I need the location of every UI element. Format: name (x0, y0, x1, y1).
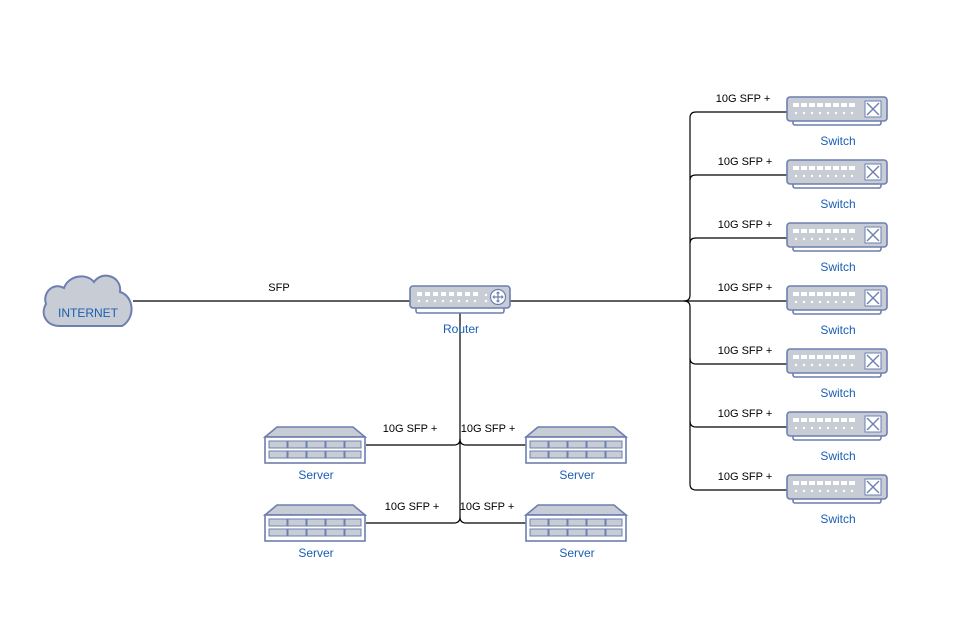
link-switch-6 (689, 420, 787, 428)
server-link-label: 10G SFP + (385, 501, 440, 513)
switch-label: Switch (820, 260, 855, 274)
switch-ports (793, 166, 855, 178)
router-label: Router (443, 322, 479, 336)
internet-cloud[interactable]: INTERNET (42, 274, 133, 327)
switch-node[interactable]: Switch (786, 411, 888, 463)
switch-ports (793, 229, 855, 241)
switch-ports (793, 292, 855, 304)
links (133, 111, 787, 524)
switch-label: Switch (820, 197, 855, 211)
server-bays (529, 518, 623, 537)
switch-label: Switch (820, 323, 855, 337)
switch-ports (793, 481, 855, 493)
switch-link-label: 10G SFP + (718, 408, 773, 420)
server-label: Server (298, 468, 333, 482)
router-ports (417, 292, 488, 303)
server-label: Server (298, 546, 333, 560)
server-bays (268, 518, 362, 537)
switch-ports (793, 355, 855, 367)
switch-label: Switch (820, 386, 855, 400)
switch-node[interactable]: Switch (786, 474, 888, 526)
server-bays (268, 440, 362, 459)
switch-symbol-icon (864, 478, 882, 496)
switch-node[interactable]: Switch (786, 222, 888, 274)
server-top (523, 504, 629, 516)
link-server-4 (459, 516, 527, 524)
router-symbol-icon (489, 288, 507, 306)
server-bays (529, 440, 623, 459)
server-top (523, 426, 629, 438)
internet-label: INTERNET (58, 306, 119, 320)
switch-link-label: 10G SFP + (718, 219, 773, 231)
link-server-2 (459, 438, 527, 446)
link-switch-2 (689, 174, 787, 181)
link-switch-7 (689, 358, 787, 491)
server-link-label: 10G SFP + (461, 423, 516, 435)
switch-symbol-icon (864, 226, 882, 244)
switch-link-label: 10G SFP + (718, 156, 773, 168)
server-link-label: 10G SFP + (383, 423, 438, 435)
server-node[interactable]: Server (262, 426, 368, 482)
switch-label: Switch (820, 512, 855, 526)
server-node[interactable]: Server (523, 504, 629, 560)
switch-symbol-icon (864, 100, 882, 118)
switch-label: Switch (820, 449, 855, 463)
connection-labels: SFP 10G SFP + 10G SFP + 10G SFP + 10G SF… (268, 93, 772, 513)
server-top (262, 504, 368, 516)
switch-link-label: 10G SFP + (716, 93, 771, 105)
switch-ports (793, 418, 855, 430)
switch-symbol-icon (864, 289, 882, 307)
switch-link-label: 10G SFP + (718, 345, 773, 357)
cloud-icon (42, 274, 133, 327)
link-switch-1 (683, 111, 787, 302)
uplink-label: SFP (268, 282, 289, 294)
server-label: Server (559, 468, 594, 482)
router-node[interactable]: Router (409, 285, 511, 336)
switch-node[interactable]: Switch (786, 285, 888, 337)
server-label: Server (559, 546, 594, 560)
switch-node[interactable]: Switch (786, 96, 888, 148)
switch-link-label: 10G SFP + (718, 282, 773, 294)
router-chassis (409, 285, 511, 309)
switch-node[interactable]: Switch (786, 348, 888, 400)
server-top (262, 426, 368, 438)
server-node[interactable]: Server (523, 426, 629, 482)
switch-symbol-icon (864, 163, 882, 181)
switch-label: Switch (820, 134, 855, 148)
link-server-1 (366, 438, 461, 446)
switch-ports (793, 103, 855, 115)
link-switch-3 (689, 237, 787, 244)
server-node[interactable]: Server (262, 504, 368, 560)
switch-symbol-icon (864, 352, 882, 370)
switch-link-label: 10G SFP + (718, 471, 773, 483)
switch-symbol-icon (864, 415, 882, 433)
server-link-label: 10G SFP + (460, 501, 515, 513)
switch-node[interactable]: Switch (786, 159, 888, 211)
link-server-3 (366, 516, 461, 524)
